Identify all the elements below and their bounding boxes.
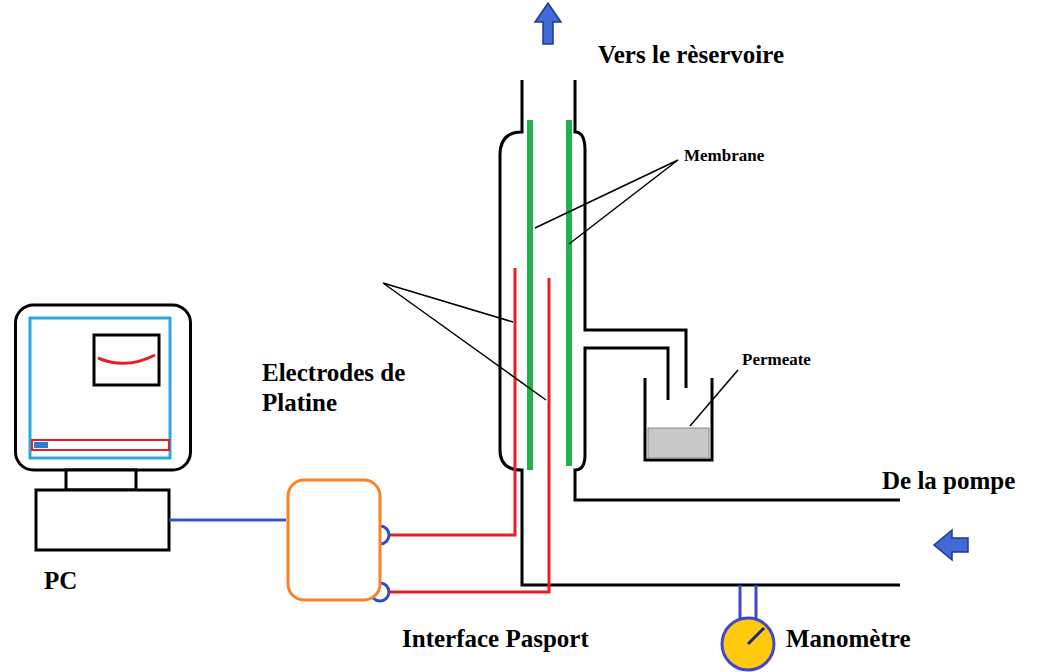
- computer-base: [36, 490, 169, 550]
- electrode-wire: [389, 278, 549, 592]
- gauge-dial: [722, 618, 774, 670]
- gauge-tube: [740, 585, 756, 619]
- leader-line: [383, 283, 546, 400]
- inlet-arrow: [934, 530, 968, 560]
- screen-window: [94, 335, 159, 385]
- beaker: [645, 378, 712, 460]
- computer-icon-shape: [14, 300, 192, 605]
- outlet-arrow: [535, 3, 561, 44]
- interface-box: Interface Pasport: [286, 478, 616, 664]
- screen-bar: [32, 440, 169, 450]
- node-label: Interface Pasport: [402, 624, 589, 654]
- permeate-liquid: [648, 428, 709, 458]
- cable-stub: [169, 519, 192, 522]
- membrane-left: [527, 120, 533, 470]
- outlet-label: Vers le rèservoire: [598, 40, 784, 70]
- leader-line: [535, 160, 678, 244]
- part-label: Membrane: [684, 146, 764, 166]
- electrode-wire: [389, 268, 515, 535]
- monitor-case: [16, 305, 191, 470]
- pressure-gauge: Manomètre: [716, 612, 936, 670]
- monitor-screen: [30, 318, 170, 458]
- cable-connector: [192, 519, 286, 522]
- part-label: Permeate: [742, 350, 811, 370]
- cell-wall-left: [500, 80, 900, 585]
- part-label: Electrodes de Platine: [262, 358, 452, 418]
- screen-bar-fill: [34, 442, 48, 448]
- node-label: PC: [44, 566, 77, 596]
- inlet-label: De la pompe: [882, 466, 1015, 496]
- cell-wall-right-upper: [575, 80, 686, 388]
- interface-case: [288, 480, 380, 600]
- gauge-needle: [748, 628, 764, 644]
- computer-icon: PC: [14, 300, 192, 605]
- node-label: Manomètre: [786, 624, 911, 654]
- cell-wall-right-lower: [575, 348, 900, 500]
- leader-line: [690, 370, 738, 426]
- monitor-stand: [66, 470, 136, 490]
- membrane-right: [566, 120, 572, 466]
- screen-curve: [98, 355, 155, 363]
